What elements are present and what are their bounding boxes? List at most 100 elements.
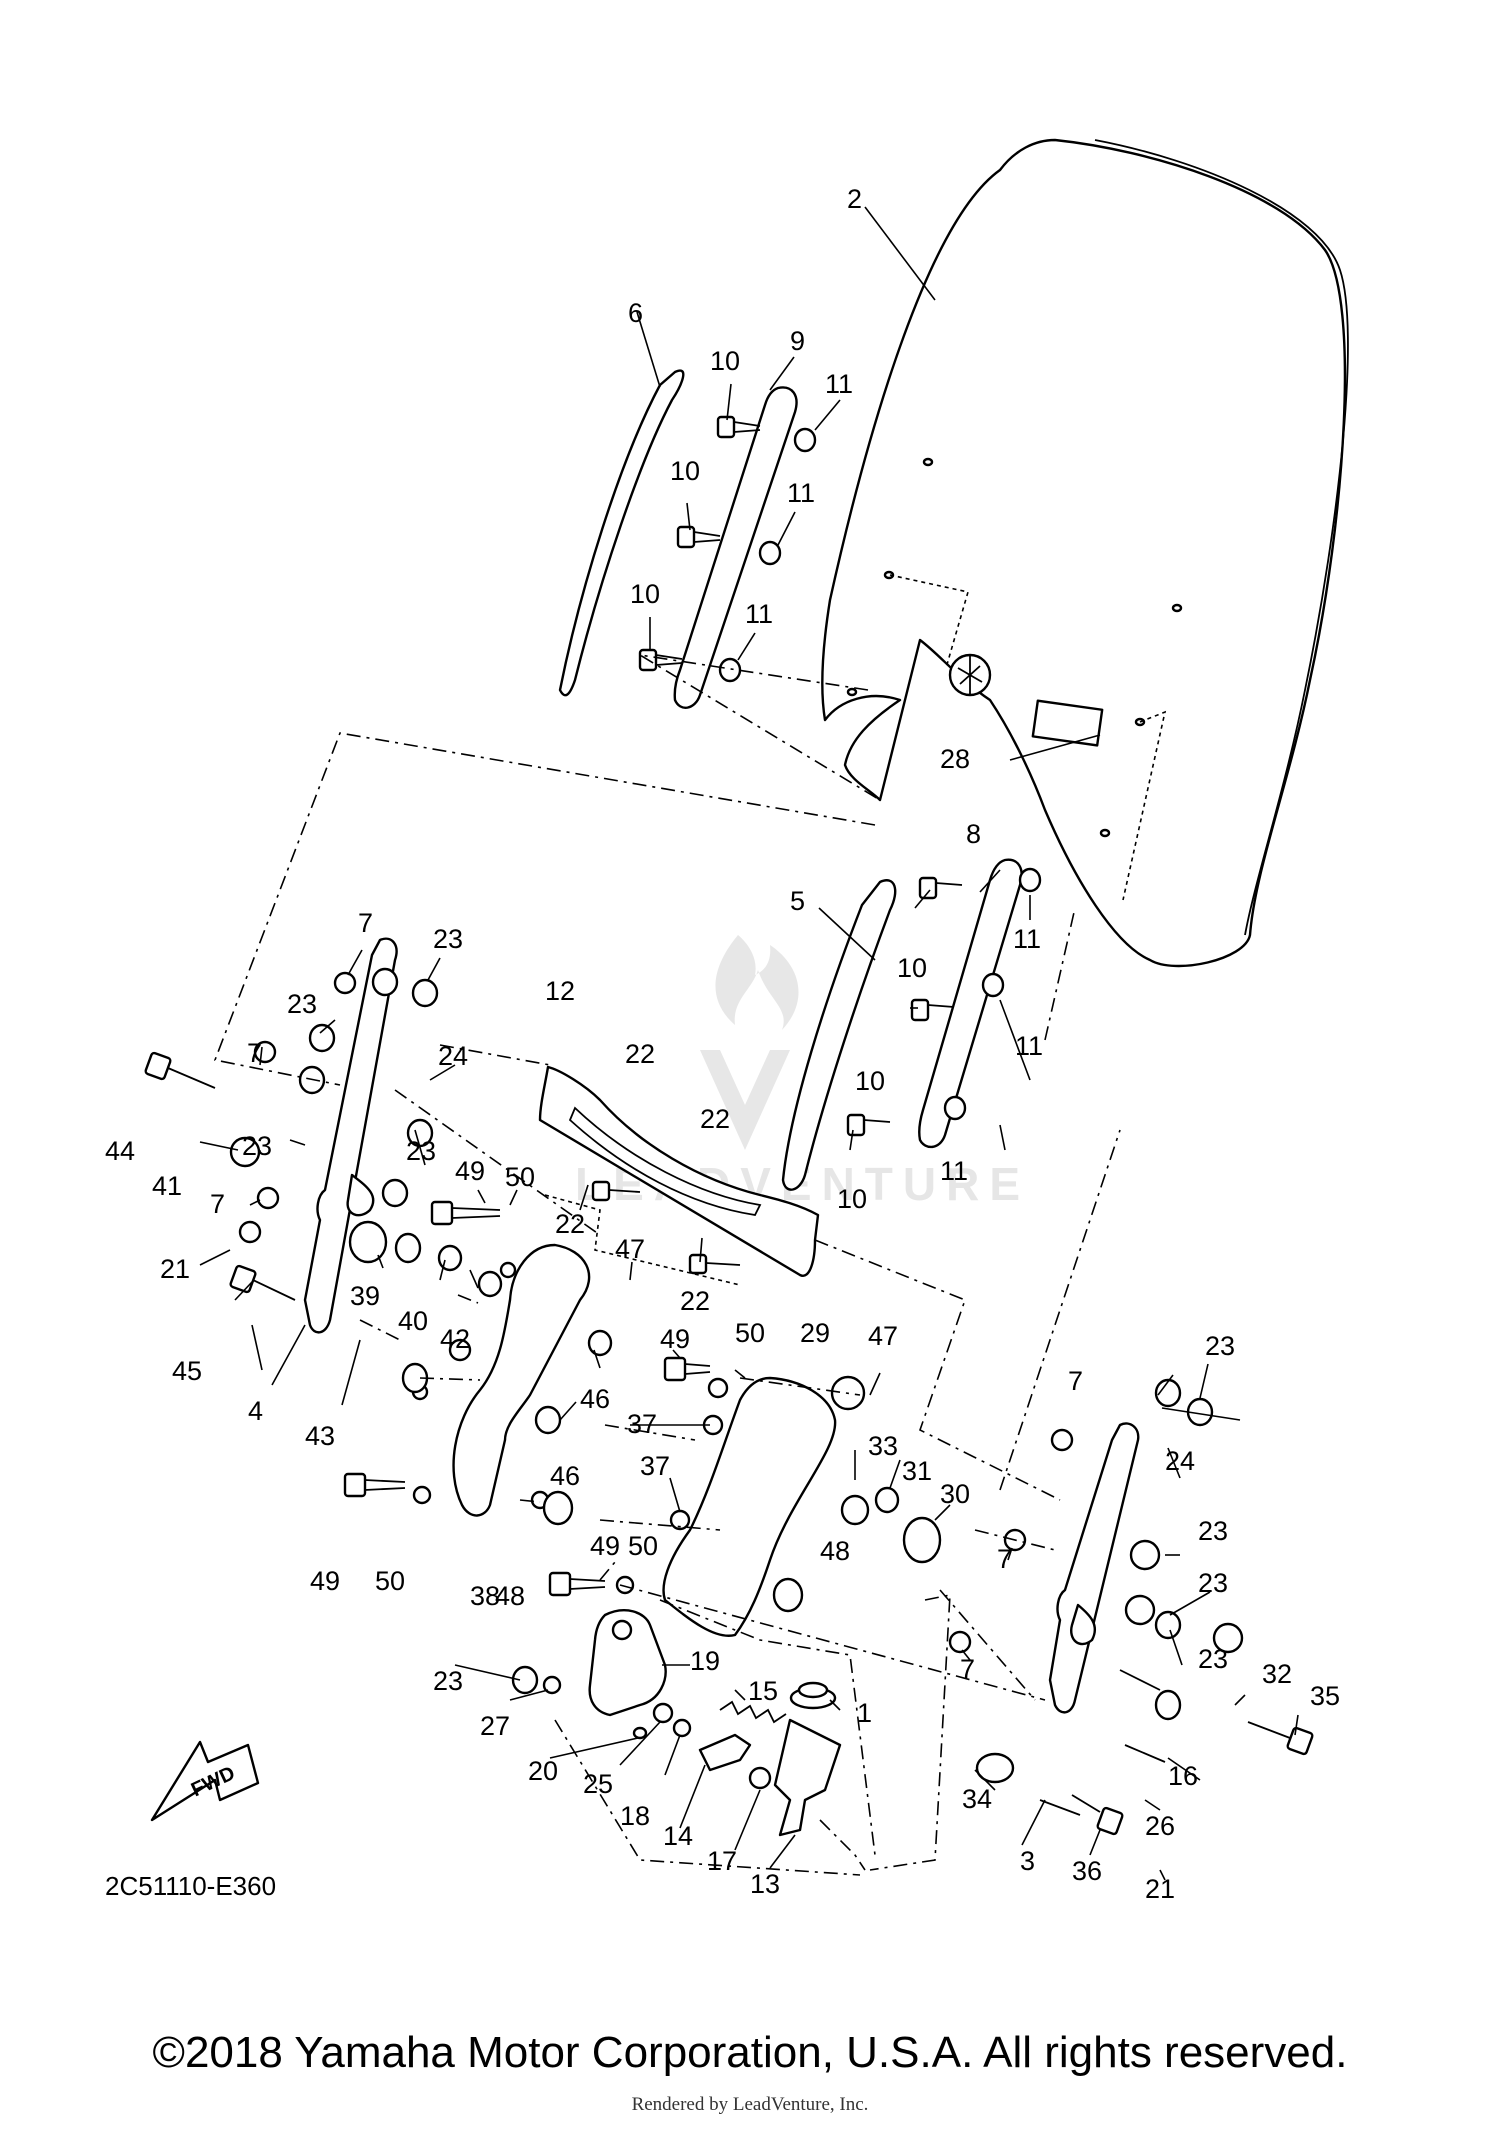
callout-16: 16 [1168,1761,1198,1791]
callout-7: 7 [358,908,373,938]
callout-35: 35 [1310,1681,1340,1711]
bracket-plate-lower [918,858,1023,1149]
leader-lines [199,206,1299,1881]
callout-7: 7 [997,1544,1012,1574]
rendered-by-credit: Rendered by LeadVenture, Inc. [631,2094,869,2115]
callout-50: 50 [505,1162,535,1192]
callout-46: 46 [550,1461,580,1491]
callout-10: 10 [855,1066,885,1096]
diagram-code: 2C51110-E360 [105,1871,276,1901]
callout-11: 11 [1013,924,1041,954]
callout-23: 23 [433,924,463,954]
callout-22: 22 [680,1286,710,1316]
callout-15: 15 [748,1676,778,1706]
callout-26: 26 [1145,1811,1175,1841]
stay-plate-38 [452,1243,591,1517]
hardware [229,967,1244,1790]
callout-22: 22 [625,1039,655,1069]
callout-48: 48 [495,1581,525,1611]
callout-40: 40 [398,1306,428,1336]
callout-13: 13 [750,1869,780,1899]
callout-23: 23 [1198,1568,1228,1598]
callout-11: 11 [825,369,853,399]
side-stay-left [303,937,398,1334]
fwd-arrow: FWD [150,1740,260,1822]
callout-11: 11 [745,599,773,629]
callout-49: 49 [455,1156,485,1186]
clamp-19 [588,1609,667,1717]
callout-7: 7 [1068,1366,1083,1396]
callout-31: 31 [902,1456,932,1486]
cross-bracket [538,1065,820,1277]
callout-1: 1 [857,1698,872,1728]
assembly-lines [213,574,1167,1876]
callout-21: 21 [1145,1874,1175,1904]
callout-23: 23 [433,1666,463,1696]
callout-11: 11 [940,1156,968,1186]
callout-47: 47 [868,1321,898,1351]
callout-7: 7 [247,1038,262,1068]
callout-10: 10 [897,953,927,983]
callout-14: 14 [663,1821,693,1851]
callout-labels: 2 6 9 10 11 10 11 10 11 28 8 5 10 11 10 … [105,184,1340,1904]
callout-10: 10 [630,579,660,609]
callout-2: 2 [847,184,862,214]
callout-41: 41 [152,1171,182,1201]
callout-32: 32 [1262,1659,1292,1689]
callout-24: 24 [438,1041,468,1071]
trim-strip-left [558,369,685,697]
callout-4: 4 [248,1396,263,1426]
bolts-10 [638,415,963,1137]
pivot-14 [698,1733,752,1772]
callout-23: 23 [242,1131,272,1161]
callout-44: 44 [105,1136,135,1166]
callout-23: 23 [1198,1516,1228,1546]
label-sticker [1031,699,1104,747]
callout-9: 9 [790,326,805,356]
callout-23: 23 [287,989,317,1019]
callout-23: 23 [1198,1644,1228,1674]
callout-49: 49 [660,1324,690,1354]
callout-22: 22 [555,1209,585,1239]
callout-22: 22 [700,1104,730,1134]
callout-24: 24 [1165,1446,1195,1476]
callout-36: 36 [1072,1856,1102,1886]
callout-7: 7 [210,1189,225,1219]
callout-28: 28 [940,744,970,774]
callout-20: 20 [528,1756,558,1786]
copyright-notice: ©2018 Yamaha Motor Corporation, U.S.A. A… [152,2028,1348,2077]
callout-43: 43 [305,1421,335,1451]
adjuster-bracket-13 [773,1718,842,1837]
callout-33: 33 [868,1431,898,1461]
callout-6: 6 [628,298,643,328]
callout-46: 46 [580,1384,610,1414]
callout-7: 7 [960,1654,975,1684]
side-stay-right [1048,1422,1140,1714]
callout-18: 18 [620,1801,650,1831]
callout-21: 21 [160,1254,190,1284]
callout-49: 49 [310,1566,340,1596]
callout-50: 50 [628,1531,658,1561]
callout-45: 45 [172,1356,202,1386]
callout-8: 8 [966,819,981,849]
callout-38: 38 [470,1581,500,1611]
nuts-11 [718,427,1042,1121]
callout-42: 42 [440,1324,470,1354]
callout-37: 37 [640,1451,670,1481]
callout-10: 10 [670,456,700,486]
bracket-plate-upper [673,386,798,709]
stay-plate-29 [662,1376,837,1637]
callout-5: 5 [790,886,805,916]
callout-37: 37 [627,1409,657,1439]
callout-10: 10 [710,346,740,376]
callout-23: 23 [406,1136,436,1166]
callout-50: 50 [375,1566,405,1596]
callout-11: 11 [787,478,815,508]
callout-12: 12 [545,976,575,1006]
callout-49: 49 [590,1531,620,1561]
callout-48: 48 [820,1536,850,1566]
callout-29: 29 [800,1318,830,1348]
trim-strip-right [781,879,897,1191]
callout-34: 34 [962,1784,992,1814]
callout-19: 19 [690,1646,720,1676]
